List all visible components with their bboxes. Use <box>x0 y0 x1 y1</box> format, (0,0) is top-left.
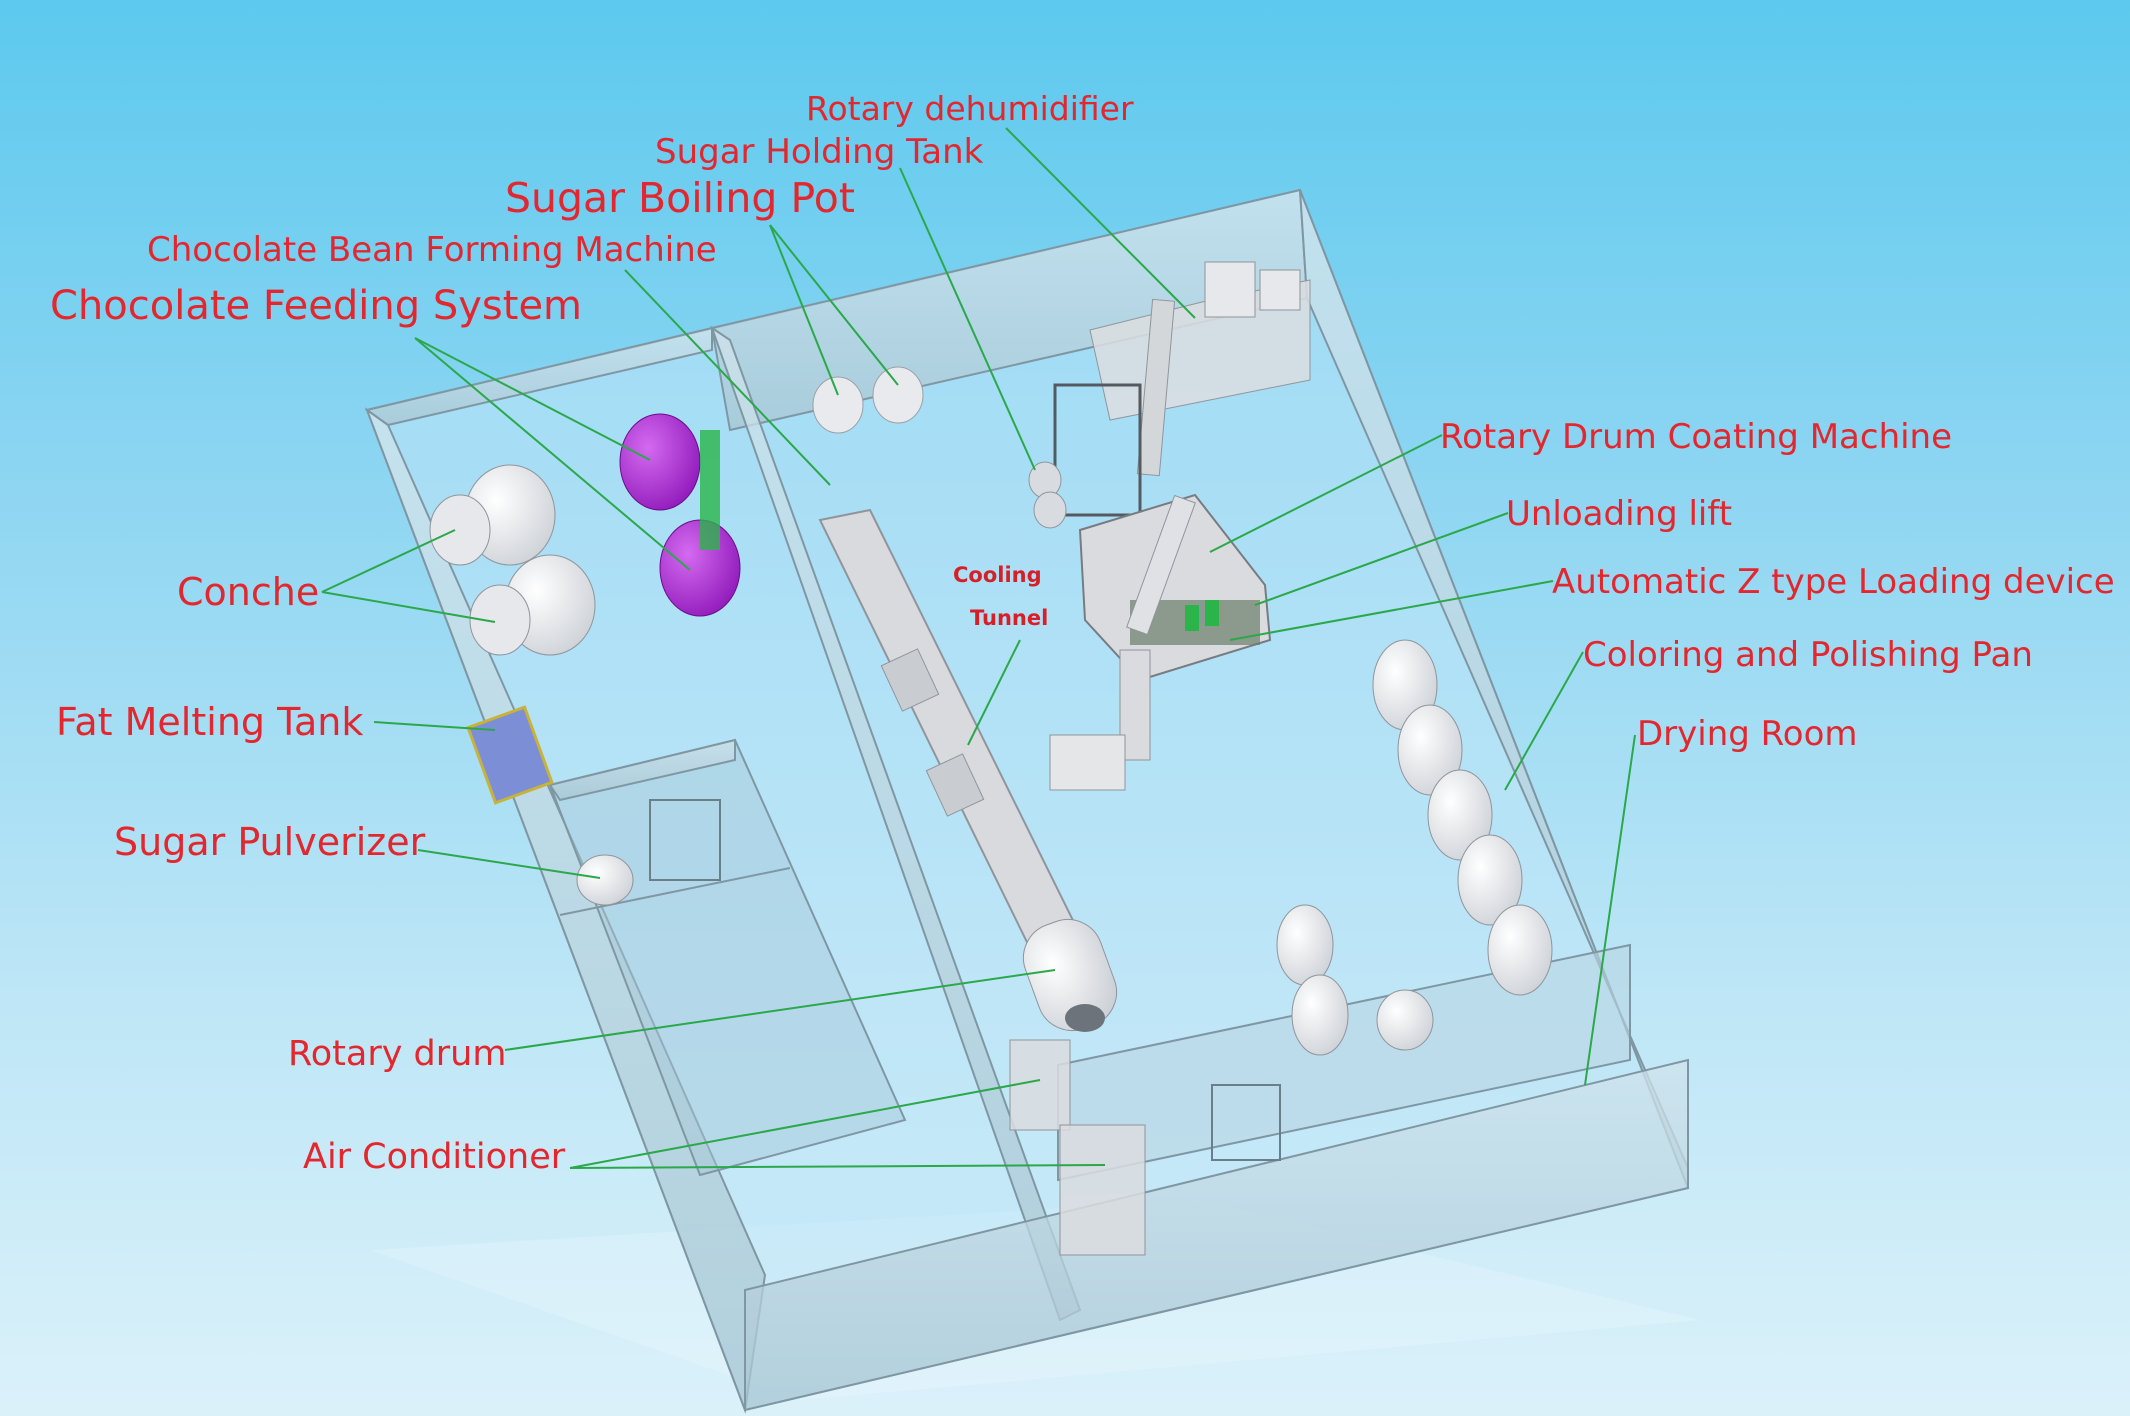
drying-room-door <box>1211 1084 1281 1161</box>
leader-unloading-lift <box>1254 512 1509 606</box>
leader-bean-forming-machine <box>624 269 831 486</box>
left-sub-room-wall <box>548 738 736 802</box>
leader-cooling-tunnel <box>967 639 1021 746</box>
leader-sugar-pulverizer <box>417 849 601 879</box>
label-chocolate-bean-forming-machine: Chocolate Bean Forming Machine <box>147 230 717 270</box>
label-unloading-lift: Unloading lift <box>1506 494 1733 534</box>
label-cooling-tunnel-line2: Tunnel <box>970 606 1049 630</box>
label-rotary-drum-coating-machine: Rotary Drum Coating Machine <box>1440 417 1953 457</box>
label-air-conditioner: Air Conditioner <box>303 1137 566 1177</box>
sub-room-door <box>649 799 721 881</box>
fat-melting-tank <box>466 705 554 805</box>
front-wall <box>744 1058 1689 1412</box>
label-fat-melting-tank: Fat Melting Tank <box>56 700 364 744</box>
leader-feeding-system-1 <box>414 337 651 461</box>
label-rotary-dehumidifier: Rotary dehumidifier <box>806 89 1134 128</box>
sugar-pulverizer-machine <box>576 854 634 906</box>
rotary-drum-coating-machine-complex <box>1028 383 1272 791</box>
leader-sugar-boiling-pot-1 <box>769 224 839 396</box>
label-conche: Conche <box>177 570 320 614</box>
leader-drying-room <box>1584 734 1636 1086</box>
leader-polishing-pan <box>1504 651 1584 791</box>
label-cooling-tunnel-line1: Cooling <box>953 563 1042 587</box>
label-drying-room: Drying Room <box>1637 714 1858 754</box>
leader-rotary-dehumidifier <box>1005 127 1196 319</box>
conche-machines <box>429 464 596 656</box>
coloring-and-polishing-pans <box>1276 639 1553 1056</box>
label-rotary-drum: Rotary drum <box>288 1034 507 1074</box>
label-sugar-holding-tank: Sugar Holding Tank <box>655 132 984 172</box>
leader-conche-1 <box>321 529 456 593</box>
rotary-dehumidifier-unit <box>1089 261 1311 477</box>
leader-conche-2 <box>321 591 496 623</box>
left-wall <box>364 407 767 1414</box>
leader-loading-device <box>1229 580 1554 641</box>
leader-sugar-holding-tank <box>899 167 1036 471</box>
leader-rotary-drum <box>504 969 1056 1051</box>
sugar-boiling-pots <box>812 366 924 434</box>
rotary-drum-machine <box>1022 918 1118 1032</box>
leader-coating-machine <box>1209 434 1443 553</box>
label-sugar-pulverizer: Sugar Pulverizer <box>114 820 426 864</box>
label-chocolate-feeding-system: Chocolate Feeding System <box>50 283 583 329</box>
leader-sugar-boiling-pot-2 <box>769 224 899 386</box>
label-automatic-z-type-loading-device: Automatic Z type Loading device <box>1552 562 2115 602</box>
leader-air-conditioner-1 <box>569 1079 1041 1169</box>
leader-feeding-system-2 <box>414 337 691 571</box>
air-conditioner-units <box>1009 1039 1146 1256</box>
cooling-tunnel-conveyor <box>818 508 1102 987</box>
chocolate-feeding-tanks <box>619 413 741 617</box>
building-shell <box>364 188 1690 1414</box>
label-coloring-and-polishing-pan: Coloring and Polishing Pan <box>1583 635 2033 675</box>
leader-air-conditioner-2 <box>569 1164 1106 1169</box>
leader-fat-melting-tank <box>373 721 496 731</box>
drying-room-wall <box>1057 943 1631 1182</box>
leader-lines <box>321 127 1636 1169</box>
label-sugar-boiling-pot: Sugar Boiling Pot <box>505 174 855 222</box>
